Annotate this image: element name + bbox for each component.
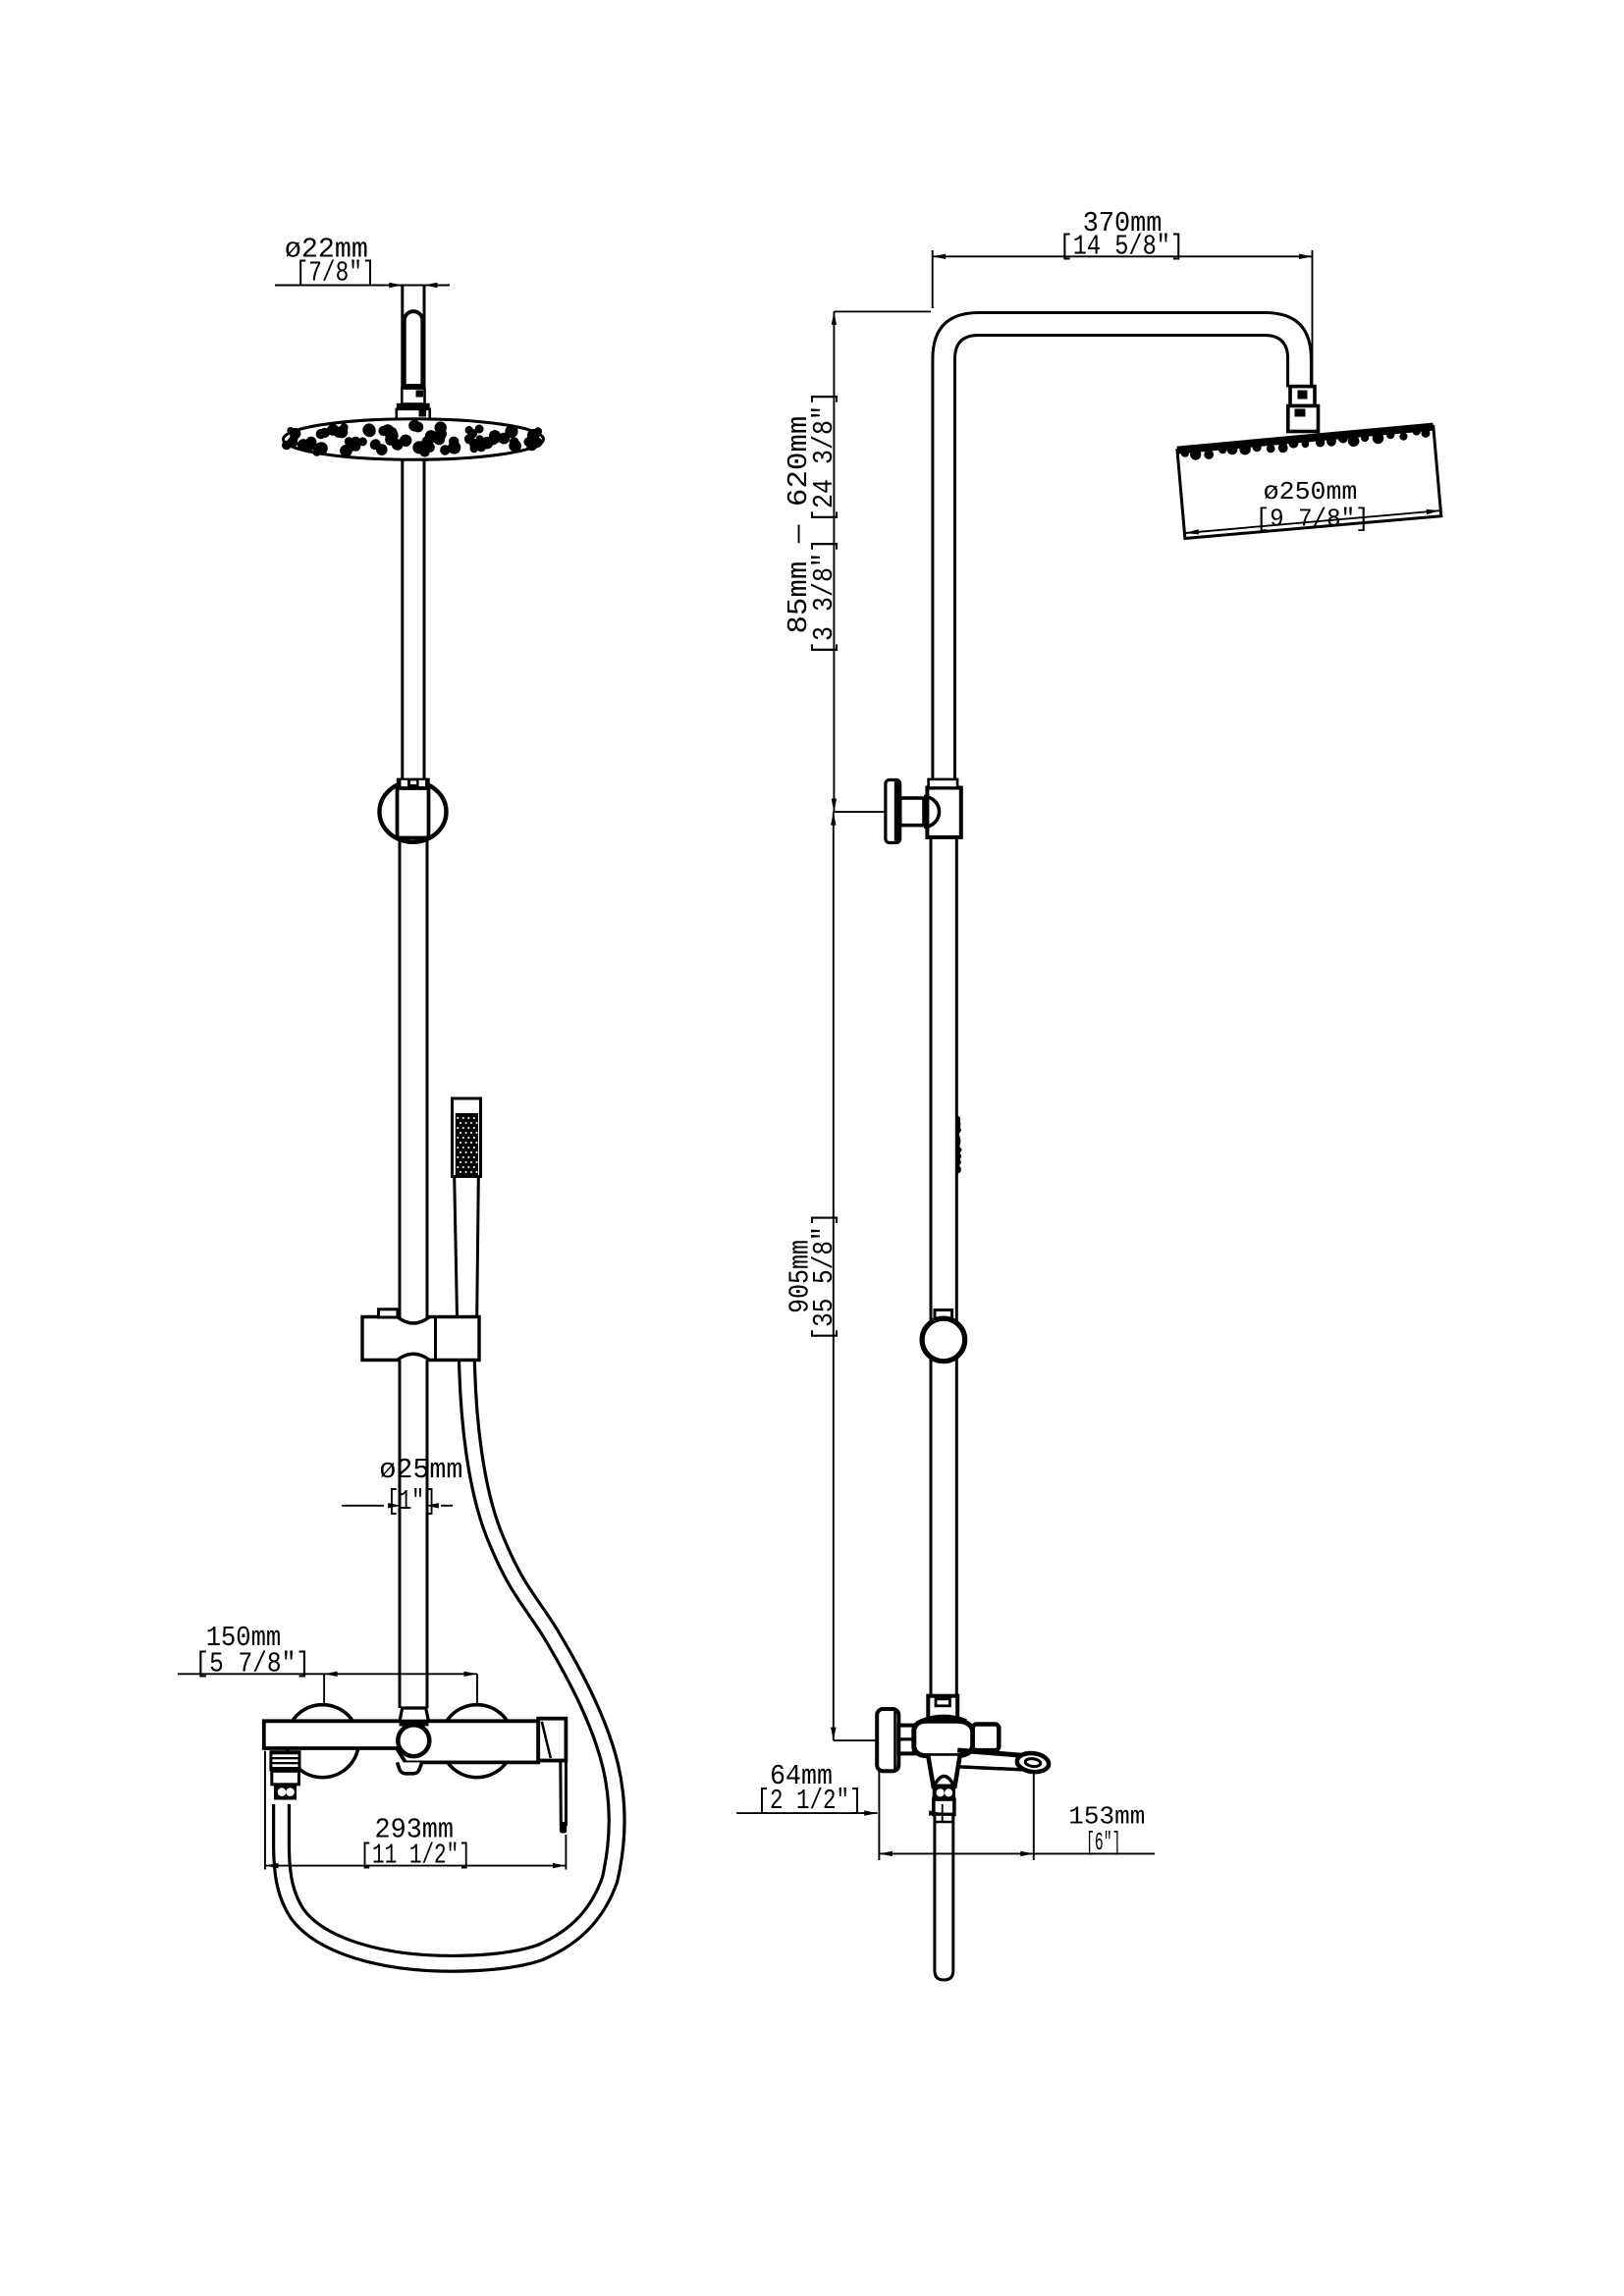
svg-text:ø250mm: ø250mm <box>1264 477 1358 507</box>
svg-text:[9 7/8"]: [9 7/8"] <box>1256 505 1370 534</box>
svg-text:[5 7/8"]: [5 7/8"] <box>194 1648 310 1681</box>
svg-text:905mm: 905mm <box>785 1240 817 1313</box>
svg-text:150mm: 150mm <box>206 1622 282 1654</box>
svg-text:[11 1/2"]: [11 1/2"] <box>359 1840 471 1872</box>
svg-text:[6"]: [6"] <box>1086 1828 1121 1857</box>
svg-text:85mm — 620mm: 85mm — 620mm <box>783 416 815 634</box>
svg-text:153mm: 153mm <box>1068 1801 1145 1831</box>
svg-text:293mm: 293mm <box>375 1814 455 1846</box>
svg-text:[3 3/8"] [24 3/8"]: [3 3/8"] [24 3/8"] <box>808 391 840 656</box>
svg-text:370mm: 370mm <box>1083 207 1163 240</box>
svg-text:[35 5/8"]: [35 5/8"] <box>808 1212 840 1342</box>
svg-text:64mm: 64mm <box>770 1760 833 1792</box>
svg-text:[2 1/2"]: [2 1/2"] <box>757 1785 863 1817</box>
svg-text:[7/8"]: [7/8"] <box>296 257 376 290</box>
svg-text:ø25mm: ø25mm <box>379 1454 462 1486</box>
svg-text:[1"]: [1"] <box>387 1485 437 1518</box>
svg-text:[14 5/8"]: [14 5/8"] <box>1059 231 1185 263</box>
svg-text:ø22mm: ø22mm <box>285 233 368 265</box>
